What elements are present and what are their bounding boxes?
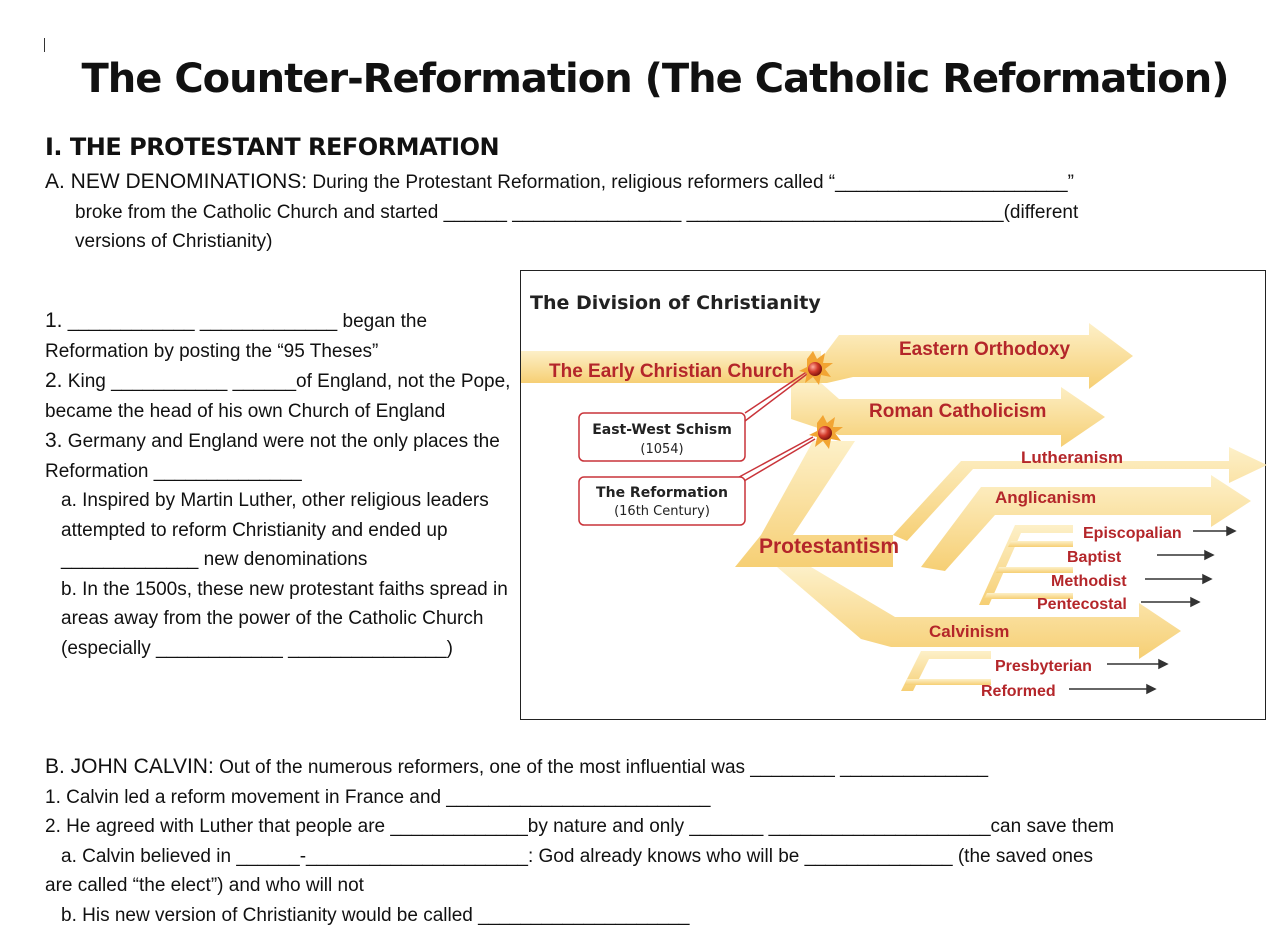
part-b-line-5: are called “the elect”) and who will not	[45, 875, 364, 896]
list-item-1: 1. ____________ _____________ began the …	[45, 309, 428, 362]
baptist-label: Baptist	[1067, 549, 1122, 566]
reformation-label: The Reformation	[596, 485, 728, 501]
episcopalian-label: Episcopalian	[1083, 525, 1182, 542]
eastern-orthodoxy-label: Eastern Orthodoxy	[899, 339, 1070, 360]
reformation-burst-icon	[809, 415, 843, 449]
part-b-line-3: 2. He agreed with Luther that people are…	[45, 816, 1115, 837]
part-b-line-4: a. Calvin believed in ______-___________…	[61, 845, 1094, 867]
denomination-arrows	[1069, 525, 1237, 695]
early-church-band	[521, 351, 821, 383]
methodist-label: Methodist	[1051, 573, 1127, 590]
part-b-line-1: B. JOHN CALVIN: Out of the numerous refo…	[45, 755, 989, 778]
part-a-text-1: During the Protestant Reformation, relig…	[312, 172, 1074, 193]
part-a-heading: A. NEW DENOMINATIONS:	[45, 170, 308, 193]
list-item-3a: a. Inspired by Martin Luther, other reli…	[61, 490, 489, 570]
anglicanism-label: Anglicanism	[995, 488, 1096, 507]
eastern-orthodoxy-arrow	[803, 323, 1133, 389]
early-church-label: The Early Christian Church	[549, 361, 794, 382]
figure-title: The Division of Christianity	[530, 292, 821, 314]
list-item-2: 2. King ___________ ______of England, no…	[45, 369, 511, 422]
part-b-heading: B. JOHN CALVIN:	[45, 755, 214, 778]
part-a-line-1: A. NEW DENOMINATIONS: During the Protest…	[45, 170, 1074, 194]
part-a-line-3: versions of Christianity)	[75, 231, 273, 252]
page-title: The Counter-Reformation (The Catholic Re…	[81, 56, 1230, 102]
division-of-christianity-diagram: The Division of Christianity	[520, 270, 1267, 720]
roman-catholicism-arrow	[791, 383, 1105, 447]
roman-catholicism-label: Roman Catholicism	[869, 401, 1046, 422]
list-item-3b: b. In the 1500s, these new protestant fa…	[61, 578, 508, 659]
calvinism-subbranch	[901, 651, 991, 691]
protestantism-band	[735, 441, 893, 567]
part-b-line-6: b. His new version of Christianity would…	[61, 904, 690, 926]
protestantism-label: Protestantism	[759, 535, 899, 558]
reformation-callout	[578, 476, 746, 526]
reformation-date: (16th Century)	[614, 504, 710, 519]
part-b-line-2: 1. Calvin led a reform movement in Franc…	[45, 786, 711, 808]
pentecostal-label: Pentecostal	[1037, 596, 1127, 613]
calvinism-arrow	[777, 567, 1181, 659]
lutheranism-label: Lutheranism	[1021, 448, 1123, 467]
schism-date: (1054)	[640, 442, 683, 457]
lutheranism-arrow	[893, 447, 1267, 541]
part-b: B. JOHN CALVIN: Out of the numerous refo…	[45, 752, 1265, 930]
schism-burst-icon	[799, 351, 833, 385]
list-item-3: 3. Germany and England were not the only…	[45, 429, 500, 482]
section-heading: I. THE PROTESTANT REFORMATION	[45, 133, 500, 161]
presbyterian-label: Presbyterian	[995, 658, 1092, 675]
question-list: 1. ____________ _____________ began the …	[45, 306, 515, 663]
schism-label: East-West Schism	[592, 422, 732, 438]
anglicanism-arrow	[921, 475, 1251, 571]
schism-callout	[578, 412, 746, 462]
calvinism-label: Calvinism	[929, 622, 1009, 641]
reformed-label: Reformed	[981, 683, 1056, 700]
text-cursor	[44, 38, 45, 52]
part-a-line-2: broke from the Catholic Church and start…	[75, 202, 1079, 223]
